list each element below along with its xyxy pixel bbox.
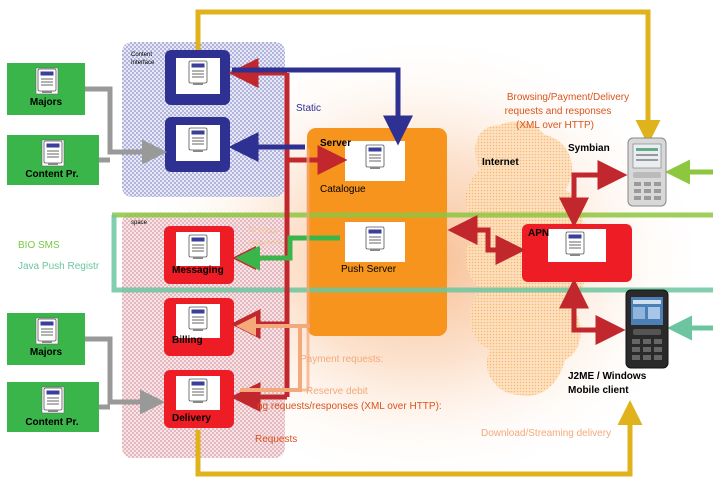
majors-top-box <box>7 63 85 115</box>
content-interface-label-2: Interface <box>131 60 155 66</box>
gold-top-arrow <box>195 9 661 145</box>
server-icon <box>188 60 208 86</box>
reserve-debit-label: Reserve debit <box>306 386 368 397</box>
operator-zone-label: space <box>131 220 148 226</box>
bio-sms-label: BIO SMS <box>18 240 60 251</box>
orange-link <box>270 148 310 392</box>
browsing-label-3: (XML over HTTP) <box>516 120 594 131</box>
push-server-label: Push Server <box>341 264 397 275</box>
content-top-box <box>7 135 99 185</box>
static-arrow <box>232 67 413 146</box>
server-icon <box>188 234 208 260</box>
j2me-label-2: Mobile client <box>568 385 629 396</box>
payment-requests-label: Payment requests: <box>300 354 383 365</box>
messaging-label: Messaging <box>172 265 224 276</box>
browsing-label-2: requests and responses <box>505 106 612 117</box>
symbian-phone <box>627 137 667 207</box>
content-bottom-box <box>7 382 99 432</box>
delivery-label: Delivery <box>172 413 211 424</box>
gold-bottom-arrow <box>195 400 643 477</box>
billing-requests-label: ng requests/responses (XML over HTTP): <box>257 401 442 412</box>
symbian-label: Symbian <box>568 143 610 154</box>
push-server-icon <box>365 226 385 252</box>
download-label: Download/Streaming delivery <box>481 428 611 439</box>
java-push-label: Java Push Registr <box>18 261 100 272</box>
gray-arrow <box>85 336 165 415</box>
server-icon <box>188 378 208 404</box>
billing-label: Billing <box>172 335 203 346</box>
faint-label-2: requests <box>248 237 283 247</box>
apn-label: APN <box>528 228 549 239</box>
majors-top-label: Majors <box>30 97 63 108</box>
internet-label: Internet <box>482 157 519 168</box>
j2me-label-1: J2ME / Windows <box>568 371 647 382</box>
static-label: Static <box>296 103 321 114</box>
catalogue-label: Catalogue <box>320 184 366 195</box>
catalogue-server-icon <box>365 144 385 170</box>
bio-sms-band-drop <box>111 215 713 293</box>
browsing-label-1: Browsing/Payment/Delivery <box>507 92 629 103</box>
content-interface-label: Content <box>131 52 152 58</box>
server-icon <box>188 306 208 332</box>
apn-server-icon <box>565 231 585 257</box>
content-bottom-label: Content Pr. <box>25 417 79 428</box>
gray-arrow <box>85 86 167 165</box>
majors-bottom-box <box>7 313 85 365</box>
requests-label: Requests <box>255 434 297 445</box>
server-icon <box>188 127 208 153</box>
content-top-label: Content Pr. <box>25 169 79 180</box>
j2me-phone <box>625 289 669 369</box>
server-label: Server <box>320 138 351 149</box>
faint-label-1: Notifica <box>248 225 278 235</box>
majors-bottom-label: Majors <box>30 347 63 358</box>
push-arrow <box>235 235 340 271</box>
